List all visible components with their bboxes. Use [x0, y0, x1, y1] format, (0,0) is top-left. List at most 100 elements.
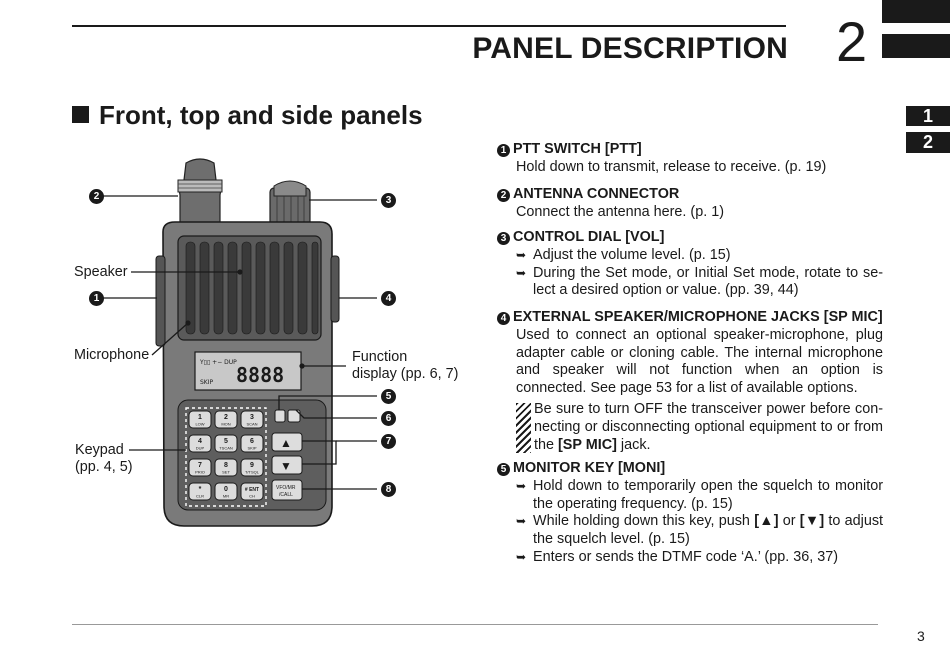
- svg-text:8888: 8888: [236, 363, 284, 387]
- keypad-key[interactable]: [214, 410, 238, 429]
- item-text: Hold down to transmit, release to receiv…: [516, 158, 827, 175]
- chapter-title: PANEL DESCRIPTION: [472, 32, 788, 65]
- chapter-tab-2[interactable]: 2: [906, 132, 950, 153]
- keypad-key-number: 9: [250, 462, 254, 469]
- keypad-key-function: DUP: [196, 446, 205, 451]
- keypad-key[interactable]: [240, 410, 264, 429]
- up-key: [271, 432, 303, 452]
- keypad-key-number: # ENT: [245, 487, 259, 493]
- callout-number-icon: 4: [497, 312, 510, 325]
- keypad-key-number: 3: [250, 414, 254, 421]
- callout-number-icon: 2: [497, 189, 510, 202]
- keypad-key-function: SKIP: [247, 446, 256, 451]
- callout-number-icon: 1: [497, 144, 510, 157]
- function-pages-label: display (pp. 6, 7): [352, 366, 459, 382]
- keypad-key[interactable]: [188, 434, 212, 453]
- arrow-bullet-icon: ➥: [516, 247, 527, 262]
- keypad-key-function: MON: [221, 422, 230, 427]
- keypad-key-number: *: [199, 486, 202, 493]
- page-number: 3: [917, 628, 925, 644]
- item-heading: ANTENNA CONNECTOR: [513, 186, 680, 202]
- moni-key: [274, 409, 286, 423]
- arrow-bullet-icon: ➥: [516, 478, 527, 493]
- keypad-key-number: 2: [224, 414, 228, 421]
- keypad-key-number: 0: [224, 486, 228, 493]
- speaker-label: Speaker: [74, 264, 128, 280]
- header-tab-bar-bottom: [882, 34, 950, 58]
- arrow-bullet-icon: ➥: [516, 265, 527, 280]
- item-heading: PTT SWITCH [PTT]: [513, 141, 642, 157]
- keypad-key-number: 5: [224, 438, 228, 445]
- item-heading: MONITOR KEY [MONI]: [513, 460, 666, 476]
- chapter-number: 2: [836, 10, 868, 73]
- keypad-key[interactable]: [214, 458, 238, 477]
- svg-text:VFO/MR: VFO/MR: [276, 485, 296, 491]
- callout-7-icon: 7: [381, 434, 396, 449]
- keypad-key-number: 6: [250, 438, 254, 445]
- keypad-key[interactable]: [240, 482, 264, 501]
- item-heading: EXTERNAL SPEAKER/MICROPHONE JACKS [SP MI…: [513, 309, 883, 325]
- callout-3-icon: 3: [381, 193, 396, 208]
- section-square-icon: [72, 106, 89, 123]
- keypad-key-number: 1: [198, 414, 202, 421]
- callout-8-icon: 8: [381, 482, 396, 497]
- keypad-key-function: T/TSQL: [245, 470, 260, 475]
- keypad-key[interactable]: [240, 458, 264, 477]
- caution-note: Be sure to turn OFF the transceiver powe…: [516, 401, 883, 454]
- keypad-key[interactable]: [188, 410, 212, 429]
- svg-text:▼: ▼: [280, 459, 292, 473]
- arrow-bullet-icon: ➥: [516, 514, 527, 529]
- keypad-key-function: PRIO: [195, 470, 205, 475]
- list-item: ➥Enters or sends the DTMF code ‘A.’ (pp.…: [516, 548, 838, 565]
- item-text: Used to connect an optional speaker-micr…: [516, 326, 883, 397]
- keypad-key-function: CLR: [196, 494, 204, 499]
- footer-rule: [72, 624, 878, 625]
- svg-text:/CALL: /CALL: [279, 492, 293, 498]
- section-title: Front, top and side panels: [72, 100, 423, 131]
- callout-6-icon: 6: [381, 411, 396, 426]
- keypad-key[interactable]: [188, 482, 212, 501]
- microphone-label: Microphone: [74, 347, 150, 363]
- keypad-pages-label: (pp. 4, 5): [75, 459, 133, 475]
- keypad-label: Keypad: [75, 442, 124, 458]
- keypad-key-function: TSCAN: [219, 446, 233, 451]
- list-item: ➥While holding down this key, push [▲] o…: [516, 513, 884, 548]
- keypad-key-number: 7: [198, 462, 202, 469]
- function-display: [194, 351, 302, 391]
- list-item: ➥Hold down to temporarily open the squel…: [516, 477, 883, 512]
- list-item: ➥Adjust the volume level. (p. 15): [516, 246, 731, 263]
- keypad-key[interactable]: [214, 434, 238, 453]
- callout-number-icon: 3: [497, 232, 510, 245]
- svg-text:SKIP: SKIP: [200, 379, 214, 386]
- header-tab-bar-top: [882, 0, 950, 23]
- keypad-key-function: CH: [249, 494, 255, 499]
- keypad-key-function: SET: [222, 470, 230, 475]
- callout-5-icon: 5: [381, 389, 396, 404]
- keypad-key-function: LOW: [195, 422, 204, 427]
- callout-4-icon: 4: [381, 291, 396, 306]
- vfo-mr-call-key: [271, 479, 303, 501]
- header-rule: [72, 25, 786, 27]
- keypad-key-number: 8: [224, 462, 228, 469]
- list-item: ➥During the Set mode, or Initial Set mod…: [516, 264, 883, 299]
- svg-text:Y▯▯ +− DUP: Y▯▯ +− DUP: [199, 359, 237, 366]
- chapter-tab-1[interactable]: 1: [906, 106, 950, 126]
- keypad-key[interactable]: [188, 458, 212, 477]
- item-heading: CONTROL DIAL [VOL]: [513, 229, 665, 245]
- function-label: Function: [352, 349, 408, 365]
- keypad-key[interactable]: [240, 434, 264, 453]
- arrow-bullet-icon: ➥: [516, 549, 527, 564]
- caution-hatch-icon: [516, 402, 531, 453]
- keypad-key-number: 4: [198, 438, 202, 445]
- svg-text:▲: ▲: [280, 436, 292, 450]
- keypad-key-function: MR: [223, 494, 229, 499]
- callout-2-icon: 2: [89, 189, 104, 204]
- keypad-outline: [185, 407, 267, 507]
- callout-number-icon: 5: [497, 463, 510, 476]
- keypad-key[interactable]: [214, 482, 238, 501]
